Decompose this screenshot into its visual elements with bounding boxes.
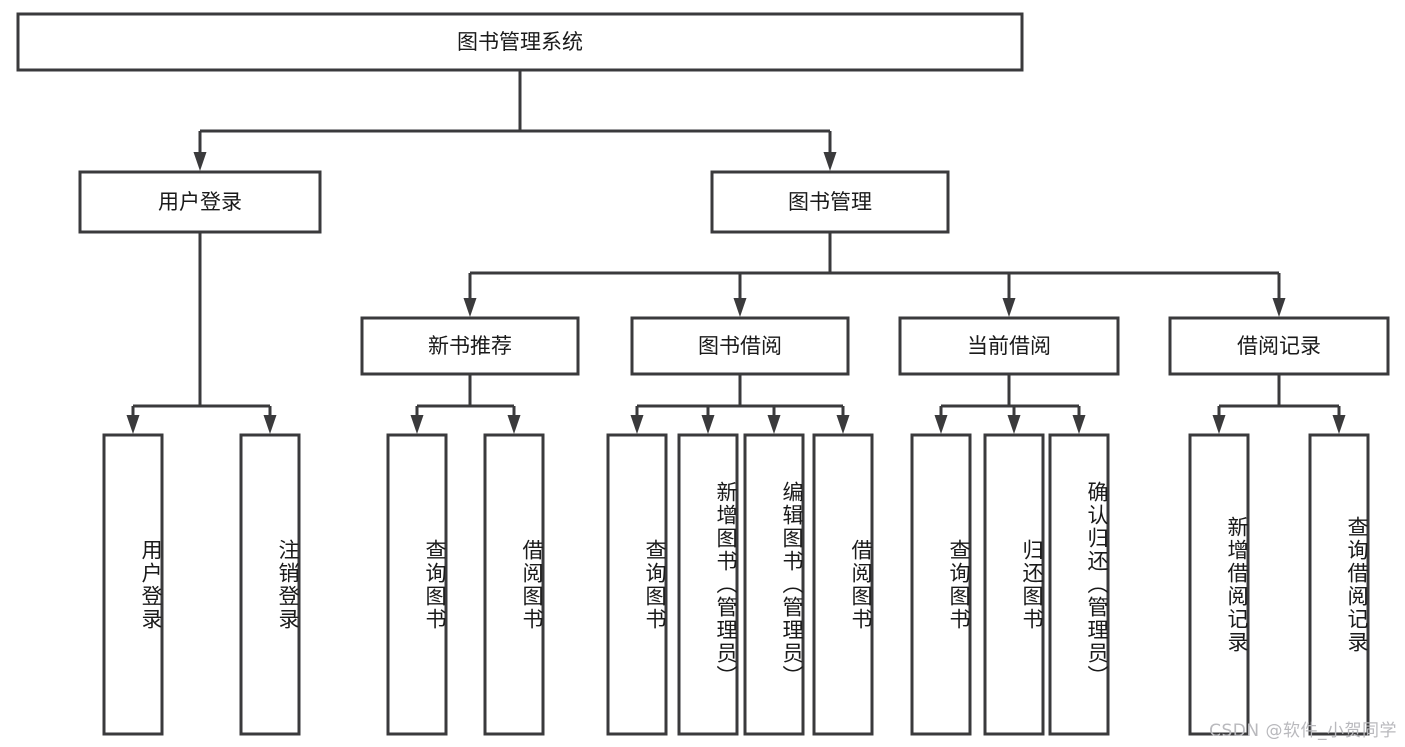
arrow-head-icon	[630, 415, 644, 434]
arrow-head-icon	[263, 415, 277, 434]
leaf-box-leaf-add-book-admin	[677, 433, 739, 736]
leaf-box-leaf-query-book-b	[606, 433, 668, 736]
arrow-head-icon	[733, 298, 747, 317]
leaf-box-leaf-borrow-book-b	[812, 433, 874, 736]
leaf-box-leaf-borrow-book-new	[483, 433, 545, 736]
arrow-head-icon	[193, 152, 207, 171]
leaf-box-leaf-logout	[239, 433, 301, 736]
leaf-box-leaf-query-book-c	[910, 433, 972, 736]
arrow-head-icon	[1072, 415, 1086, 434]
leaf-box-leaf-edit-book-admin	[743, 433, 805, 736]
arrow-head-icon	[1212, 415, 1226, 434]
node-label-borrow-record: 借阅记录	[1237, 334, 1321, 358]
arrow-head-icon	[410, 415, 424, 434]
leaf-box-leaf-query-book-new	[386, 433, 448, 736]
node-box-new-book-recommend	[360, 316, 580, 376]
arrow-head-icon	[934, 415, 948, 434]
arrow-head-icon	[1272, 298, 1286, 317]
leaf-box-leaf-query-record	[1308, 433, 1370, 736]
node-label-root: 图书管理系统	[457, 30, 583, 54]
node-label-user-login: 用户登录	[158, 190, 242, 214]
connectors-layer	[126, 70, 1346, 434]
arrow-head-icon	[463, 298, 477, 317]
arrow-head-icon	[1007, 415, 1021, 434]
arrow-head-icon	[1002, 298, 1016, 317]
node-box-current-borrow	[898, 316, 1120, 376]
leaf-box-leaf-return-book	[983, 433, 1045, 736]
arrow-head-icon	[836, 415, 850, 434]
node-label-current-borrow: 当前借阅	[967, 334, 1051, 358]
node-box-root	[16, 12, 1024, 72]
arrow-head-icon	[1332, 415, 1346, 434]
arrow-head-icon	[507, 415, 521, 434]
node-label-new-book-recommend: 新书推荐	[428, 334, 512, 358]
leaf-box-leaf-add-record	[1188, 433, 1250, 736]
arrow-head-icon	[126, 415, 140, 434]
arrow-head-icon	[823, 152, 837, 171]
node-boxes-layer	[16, 12, 1390, 736]
leaf-box-leaf-user-login	[102, 433, 164, 736]
arrow-head-icon	[767, 415, 781, 434]
leaf-box-leaf-confirm-return	[1048, 433, 1110, 736]
arrow-head-icon	[701, 415, 715, 434]
node-box-user-login	[78, 170, 322, 234]
csdn-watermark: CSDN @软件_小贺同学	[1209, 721, 1397, 741]
node-label-book-manage: 图书管理	[788, 190, 872, 214]
node-label-book-borrow: 图书借阅	[698, 334, 782, 358]
